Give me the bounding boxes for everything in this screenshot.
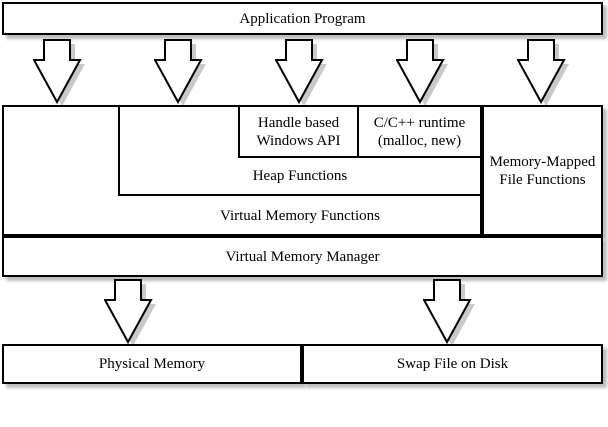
c-runtime-label-line1: C/C++ runtime bbox=[373, 114, 466, 131]
physical-memory-label: Physical Memory bbox=[98, 356, 206, 372]
memory-mapped-file-functions-box: Memory-Mapped File Functions bbox=[482, 105, 603, 236]
c-runtime-box: C/C++ runtime (malloc, new) bbox=[357, 105, 482, 158]
down-arrow-icon bbox=[517, 39, 571, 109]
virtual-memory-manager-box: Virtual Memory Manager bbox=[2, 236, 603, 277]
c-runtime-label-line2: (malloc, new) bbox=[377, 132, 462, 149]
handle-based-label-line2: Windows API bbox=[256, 132, 341, 149]
down-arrow-icon bbox=[396, 39, 450, 109]
swap-file-box: Swap File on Disk bbox=[302, 344, 603, 384]
swap-file-label: Swap File on Disk bbox=[396, 356, 509, 372]
down-arrow-icon bbox=[423, 279, 477, 349]
handle-based-windows-api-box: Handle based Windows API bbox=[238, 105, 359, 158]
down-arrow-icon bbox=[33, 39, 87, 109]
application-program-box: Application Program bbox=[2, 2, 603, 35]
down-arrow-icon bbox=[154, 39, 208, 109]
down-arrow-icon bbox=[104, 279, 158, 349]
heap-functions-label: Heap Functions bbox=[252, 168, 348, 184]
virtual-memory-manager-label: Virtual Memory Manager bbox=[225, 248, 380, 265]
memory-mapped-label-line2: File Functions bbox=[499, 171, 586, 188]
application-program-label: Application Program bbox=[239, 10, 366, 27]
virtual-memory-functions-label: Virtual Memory Functions bbox=[220, 208, 380, 224]
physical-memory-box: Physical Memory bbox=[2, 344, 302, 384]
down-arrow-icon bbox=[275, 39, 329, 109]
handle-based-label-line1: Handle based bbox=[257, 114, 340, 131]
memory-mapped-label-line1: Memory-Mapped bbox=[489, 153, 596, 170]
